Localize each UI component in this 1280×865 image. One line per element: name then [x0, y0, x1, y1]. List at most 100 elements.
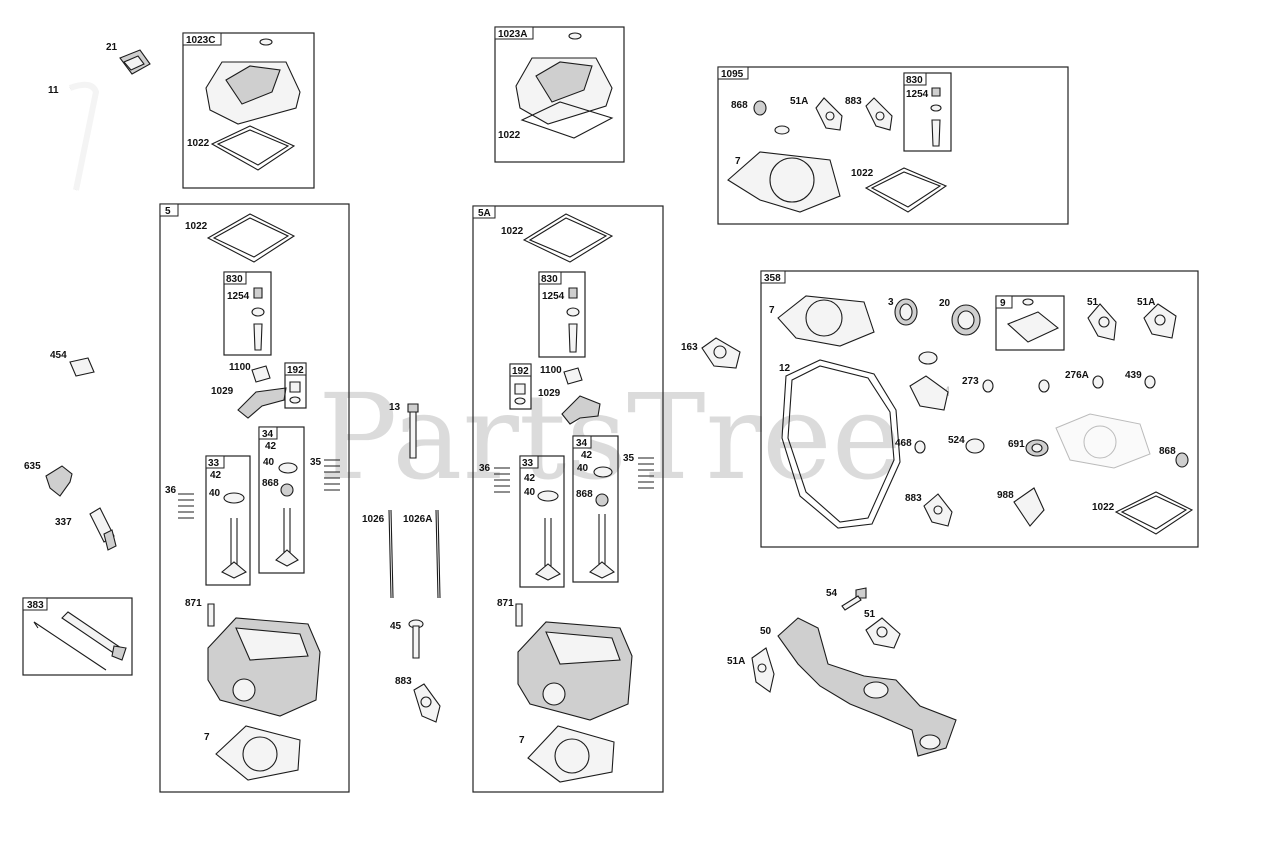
part-276a-ring[interactable] — [1092, 375, 1104, 389]
label-635: 635 — [24, 461, 41, 472]
label-1029-5: 1029 — [211, 386, 234, 397]
gasket-1022-in-5[interactable] — [206, 213, 296, 263]
part-1029-rocker-arm-5a[interactable] — [561, 395, 601, 425]
part-883-gasket-358[interactable] — [923, 493, 953, 527]
group-33-in-5a-tag — [519, 455, 539, 469]
group-1023a-tag — [494, 26, 534, 40]
label-1254-5a: 1254 — [542, 291, 565, 302]
part-830-bolt-1095[interactable] — [930, 87, 942, 147]
part-868-seal-358[interactable] — [1175, 452, 1189, 468]
group-830-in-5a-box — [538, 271, 586, 358]
part-12-crankcase-gasket[interactable] — [781, 359, 901, 529]
valve-cover-1023a[interactable] — [515, 32, 613, 125]
valve-cover-1023c[interactable] — [205, 38, 301, 125]
part-868-valve-seal-1095[interactable] — [753, 100, 790, 135]
part-3-seal[interactable] — [894, 298, 918, 326]
group-358-tag — [760, 270, 786, 284]
label-868-1095: 868 — [731, 100, 748, 111]
part-1026a-push-rod[interactable] — [435, 509, 441, 599]
part-20-seal[interactable] — [951, 304, 981, 336]
part-51-gasket-manifold[interactable] — [865, 617, 901, 649]
label-468-358: 468 — [895, 438, 912, 449]
gasket-1022-in-5a[interactable] — [522, 213, 614, 263]
part-gasket-small-358[interactable] — [909, 375, 949, 411]
part-valve-intake-5[interactable] — [221, 492, 247, 579]
part-valve-exhaust-5[interactable] — [275, 462, 299, 567]
part-691-seal[interactable] — [1025, 439, 1049, 457]
part-51a-gasket-manifold[interactable] — [751, 647, 775, 693]
part-1022-gasket-1095[interactable] — [864, 167, 948, 213]
part-21-breather-cap[interactable] — [119, 49, 151, 75]
part-830-bolt-5[interactable] — [251, 287, 265, 351]
part-1100-pivot-5a[interactable] — [563, 367, 583, 385]
part-7-head-gasket-1095[interactable] — [727, 151, 841, 213]
part-988-gasket[interactable] — [1013, 487, 1045, 527]
part-883-gasket-mid[interactable] — [413, 683, 441, 723]
group-33-in-5a-label: 33 — [522, 458, 534, 469]
part-51-gasket-358[interactable] — [1087, 303, 1117, 341]
part-1029-rocker-arm-5[interactable] — [237, 387, 287, 419]
part-ring-358[interactable] — [1038, 379, 1050, 393]
group-34-in-5a-tag — [572, 435, 592, 449]
part-439-ring[interactable] — [1144, 375, 1156, 389]
part-163-gasket[interactable] — [701, 337, 741, 369]
part-45-guide[interactable] — [408, 619, 424, 659]
part-11-hose[interactable] — [68, 81, 100, 191]
part-7-head-gasket-5[interactable] — [215, 725, 301, 781]
group-830-in-5-tag — [223, 271, 247, 285]
group-5a-label: 5A — [478, 208, 491, 219]
part-830-bolt-5a[interactable] — [566, 287, 580, 353]
part-871-dowel-5[interactable] — [207, 603, 215, 627]
part-524-plug[interactable] — [965, 438, 985, 454]
part-883-gasket-1095[interactable] — [865, 97, 893, 131]
group-5-tag — [159, 203, 179, 217]
label-883-mid: 883 — [395, 676, 412, 687]
part-51a-gasket-358[interactable] — [1143, 303, 1177, 339]
part-valve-intake-5a[interactable] — [535, 490, 561, 581]
label-1022-358: 1022 — [1092, 502, 1115, 513]
part-635-spark-plug-boot[interactable] — [45, 465, 73, 497]
part-36-spring-5a[interactable] — [494, 467, 510, 493]
part-51a-gasket-1095[interactable] — [815, 97, 843, 131]
group-1095-label: 1095 — [721, 69, 744, 80]
part-468-ring[interactable] — [914, 440, 926, 454]
part-50-exhaust-manifold[interactable] — [777, 617, 957, 757]
label-36-5a: 36 — [479, 463, 491, 474]
group-830-in-1095-tag — [903, 72, 927, 86]
part-13-stud[interactable] — [407, 403, 419, 459]
label-163: 163 — [681, 342, 698, 353]
part-7-head-gasket-5a[interactable] — [527, 725, 615, 783]
label-3-358: 3 — [888, 297, 894, 308]
part-383-spark-plug-wrench[interactable] — [33, 611, 127, 671]
part-454-sleeve[interactable] — [69, 357, 95, 377]
part-7-head-gasket-358[interactable] — [777, 295, 875, 347]
group-830-in-5-label: 830 — [226, 274, 243, 285]
cylinder-head-5[interactable] — [207, 617, 321, 717]
part-9-gasket-set[interactable] — [1006, 298, 1060, 343]
part-35-spring-5[interactable] — [324, 459, 340, 491]
cylinder-head-5a[interactable] — [517, 621, 633, 721]
part-54-bolt[interactable] — [841, 587, 867, 611]
group-358-label: 358 — [764, 273, 781, 284]
gasket-1022-in-1023c[interactable] — [210, 125, 296, 171]
part-273-ring[interactable] — [982, 379, 994, 393]
part-valve-exhaust-5a[interactable] — [589, 466, 615, 579]
part-192-5a[interactable] — [514, 383, 526, 405]
part-head-gasket-faded-358[interactable] — [1055, 413, 1151, 469]
label-1100-5: 1100 — [229, 362, 251, 373]
label-1100-5a: 1100 — [540, 365, 562, 376]
group-192-in-5a-tag — [509, 363, 532, 377]
part-871-dowel-5a[interactable] — [515, 603, 523, 627]
part-36-spring-5[interactable] — [178, 493, 194, 519]
group-9-in-358-label: 9 — [1000, 298, 1006, 309]
label-1022-5a: 1022 — [501, 226, 524, 237]
part-192-5[interactable] — [289, 381, 301, 404]
part-1022-gasket-358[interactable] — [1114, 491, 1194, 535]
part-35-spring-5a[interactable] — [638, 457, 654, 489]
part-1026-push-rod[interactable] — [388, 509, 394, 599]
part-1100-pivot-5[interactable] — [251, 365, 271, 383]
gasket-1022-in-1023a[interactable] — [520, 101, 614, 139]
part-washer-358[interactable] — [918, 351, 938, 365]
part-337-spark-plug[interactable] — [89, 507, 117, 551]
group-34-in-5-box — [258, 426, 305, 574]
